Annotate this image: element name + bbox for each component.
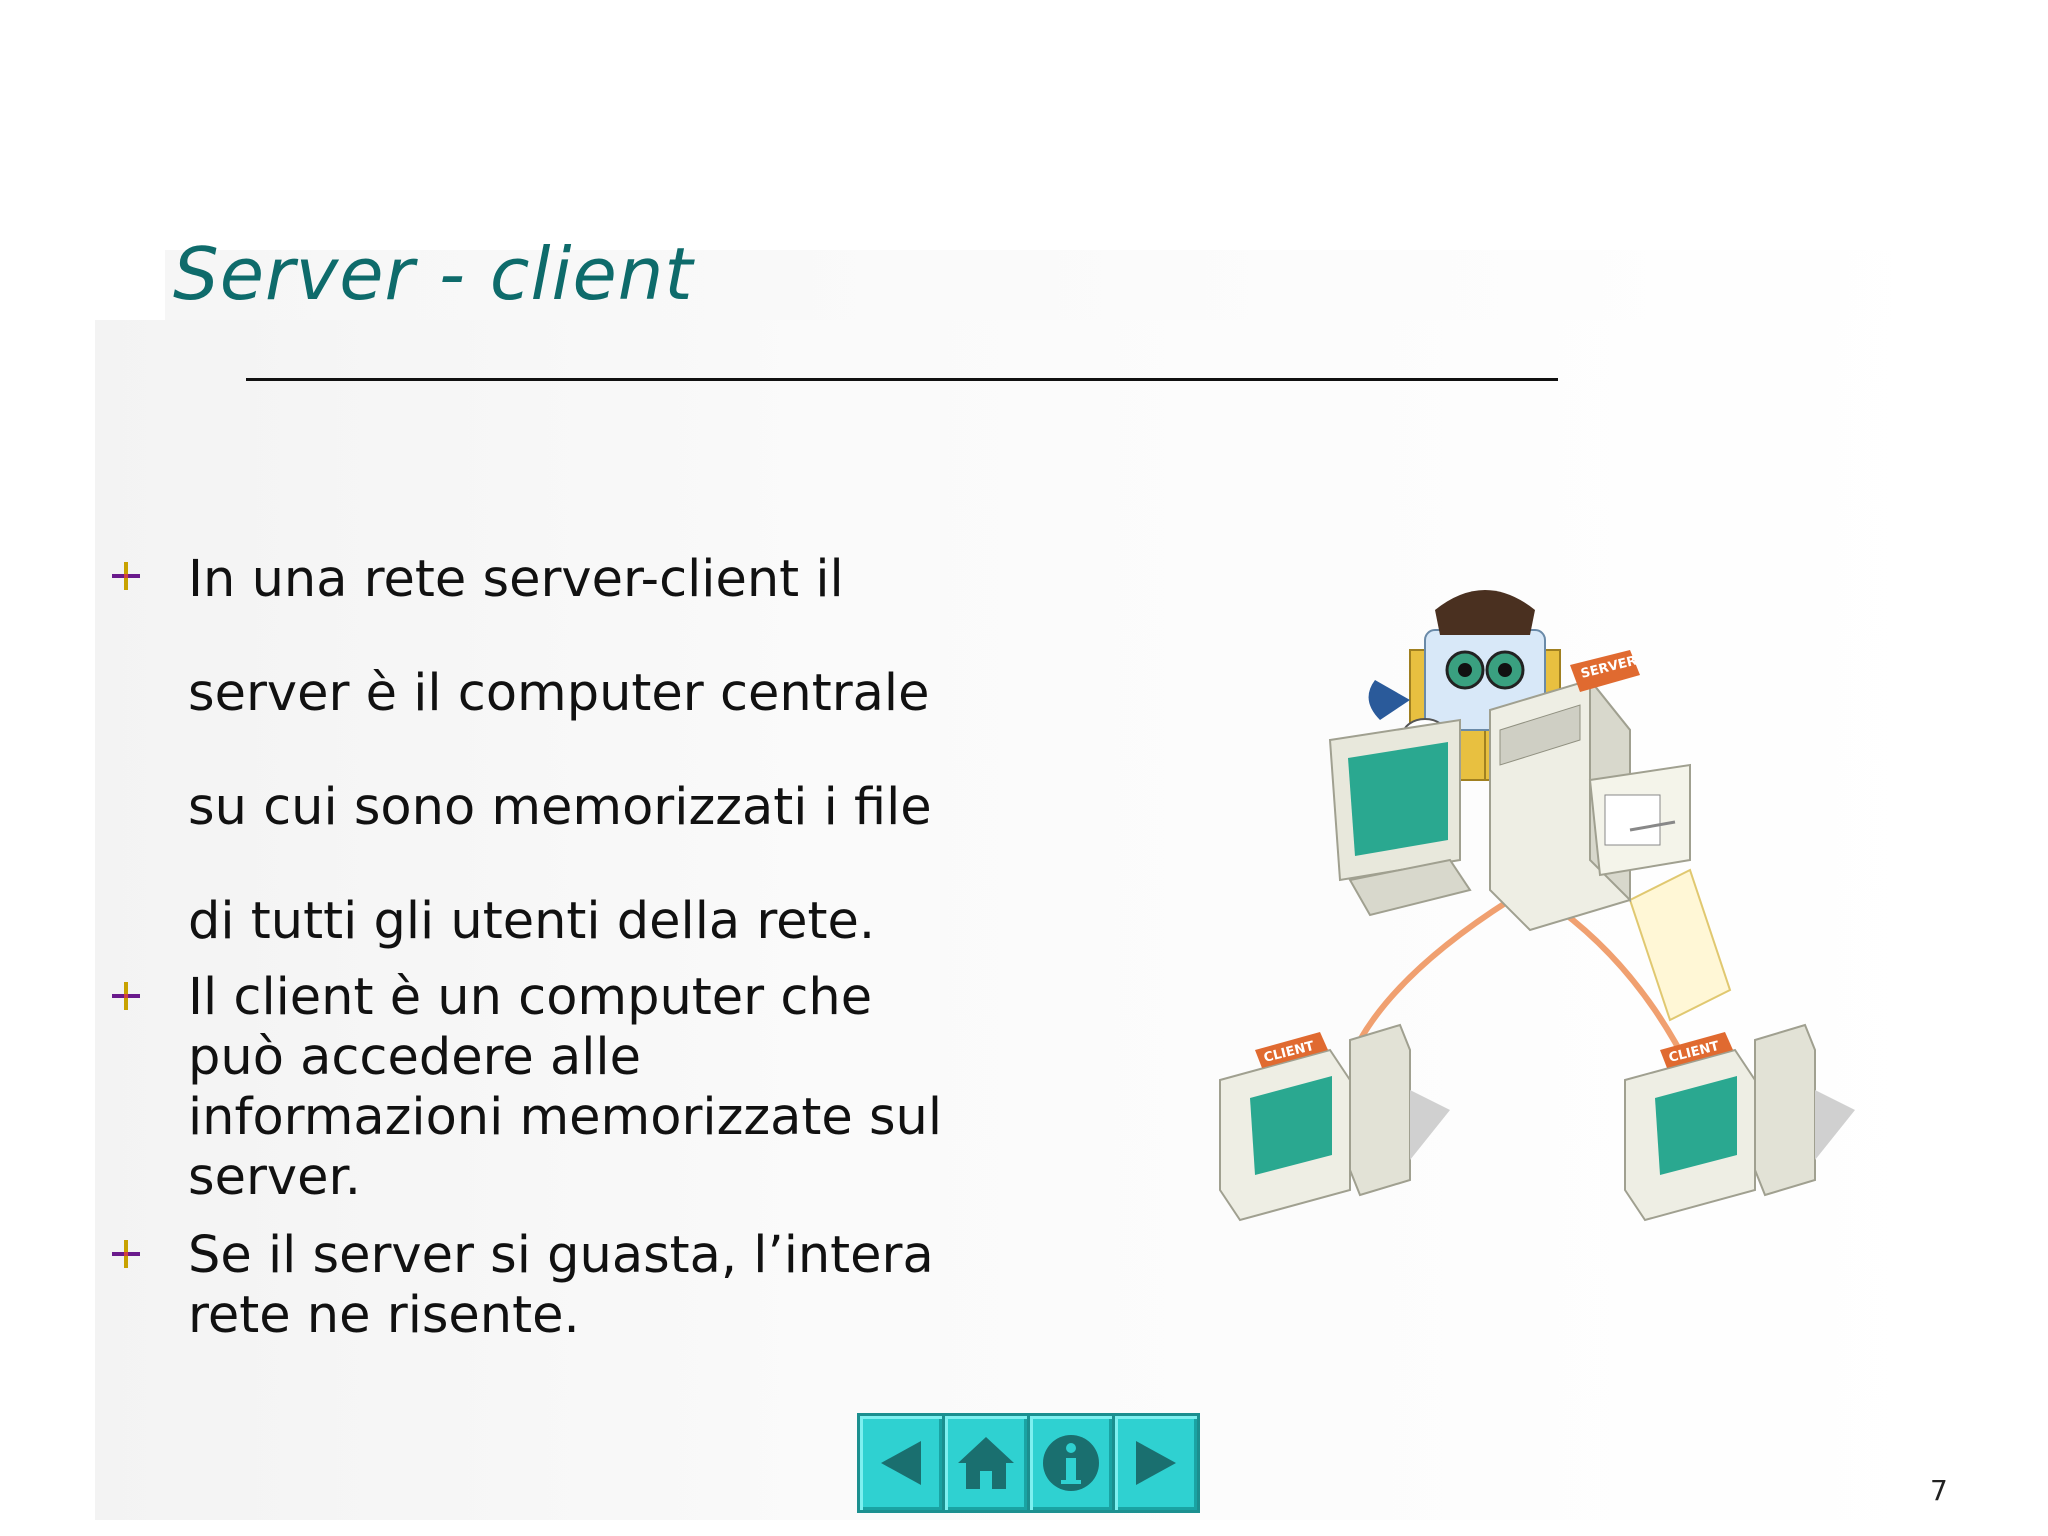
bullet-icon: [112, 562, 140, 590]
forward-arrow-icon: [1136, 1441, 1176, 1485]
page-number: 7: [1930, 1474, 1948, 1507]
back-arrow-icon: [881, 1441, 921, 1485]
bullet-2-line-4: server.: [188, 1148, 361, 1207]
bullet-1-line-1: In una rete server-client il: [188, 550, 844, 609]
bullet-1-line-2: server è il computer centrale: [188, 664, 930, 723]
server-tower: SERVER: [1489, 650, 1691, 932]
bullet-1-line-4: di tutti gli utenti della rete.: [188, 892, 876, 951]
slide-title: Server - client: [173, 232, 694, 316]
client-left: CLIENT: [1219, 1023, 1450, 1222]
document-sheet: [1628, 868, 1732, 1022]
title-underline: [246, 378, 1558, 381]
back-button[interactable]: [860, 1416, 945, 1510]
bullet-2-line-1: Il client è un computer che: [188, 968, 873, 1027]
home-icon: [958, 1437, 1014, 1489]
bullet-2-line-3: informazioni memorizzate sul: [188, 1088, 943, 1147]
server-client-illustration: SERVER CLIENT CLIENT: [1219, 590, 1855, 1222]
slide-navigation: [857, 1413, 1200, 1513]
server-monitor: [1328, 718, 1472, 917]
bullet-icon: [112, 1240, 140, 1268]
bullet-3-line-1: Se il server si guasta, l’intera: [188, 1226, 934, 1285]
info-icon: [1043, 1435, 1099, 1491]
bullet-icon: [112, 982, 140, 1010]
client-right: CLIENT: [1624, 1023, 1855, 1222]
info-button[interactable]: [1030, 1416, 1115, 1510]
forward-button[interactable]: [1115, 1416, 1197, 1510]
cable-left: [1357, 897, 1512, 1042]
bullet-2-line-2: può accedere alle: [188, 1028, 641, 1087]
home-button[interactable]: [945, 1416, 1030, 1510]
bullet-3-line-2: rete ne risente.: [188, 1286, 580, 1345]
bullet-1-line-3: su cui sono memorizzati i file: [188, 778, 932, 837]
